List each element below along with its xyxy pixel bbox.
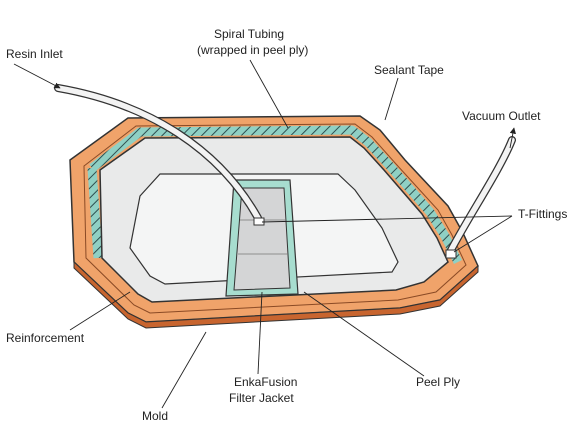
label-peel-ply: Peel Ply <box>416 375 460 389</box>
t-fitting-leader-right <box>453 215 513 253</box>
label-spiral-tubing-1: Spiral Tubing <box>214 27 284 41</box>
leader-lines <box>13 59 516 409</box>
label-sealant-tape: Sealant Tape <box>374 63 444 77</box>
enkafusion-leader <box>257 291 263 375</box>
reinforcement-leader <box>69 291 131 331</box>
label-spiral-tubing-2: (wrapped in peel ply) <box>197 43 308 57</box>
vacuum-outlet-tube <box>445 136 516 259</box>
resin-inlet-leader <box>13 63 61 89</box>
vacuum-outlet-leader <box>509 127 516 149</box>
filter-jacket <box>225 179 299 297</box>
label-t-fittings: T-Fittings <box>518 207 567 221</box>
mold-leader <box>161 331 207 409</box>
sealant-tape-leader <box>384 77 399 121</box>
label-enkafusion-1: EnkaFusion <box>234 375 297 389</box>
resin-inlet-tube <box>54 84 265 226</box>
label-mold: Mold <box>142 409 168 423</box>
label-vacuum-outlet: Vacuum Outlet <box>462 109 541 123</box>
labels: Resin Inlet Spiral Tubing (wrapped in pe… <box>6 27 567 423</box>
peel-ply-leader <box>303 291 425 377</box>
spiral-tubing-leader <box>249 59 289 129</box>
t-fitting-leader-left <box>261 215 513 223</box>
label-enkafusion-2: Filter Jacket <box>229 391 294 405</box>
label-reinforcement: Reinforcement <box>6 331 85 345</box>
label-resin-inlet: Resin Inlet <box>6 47 63 61</box>
